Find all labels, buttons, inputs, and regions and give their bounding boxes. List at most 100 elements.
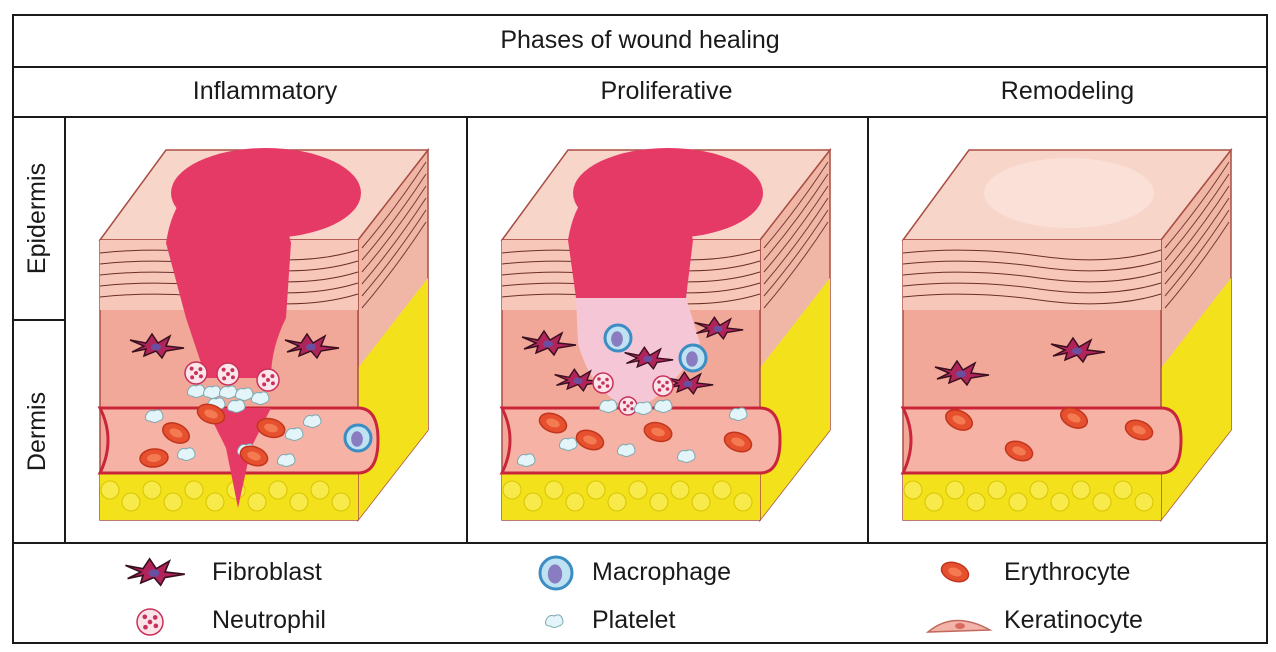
wound-cavity: [568, 178, 693, 298]
fat-cell: [966, 492, 986, 512]
divider: [12, 319, 64, 321]
platelet-cell: [235, 387, 254, 401]
erythrocyte-icon: [940, 561, 970, 583]
divider: [867, 118, 869, 542]
platelet-cell: [654, 399, 673, 413]
blood-vessel: [499, 406, 782, 475]
fat-cell: [945, 480, 965, 500]
fat-cell: [1029, 480, 1049, 500]
panel-remodeling: [900, 147, 1233, 523]
fat-cell: [502, 480, 522, 500]
fat-cell: [163, 492, 183, 512]
fat-cell: [184, 480, 204, 500]
fat-cell: [586, 480, 606, 500]
fat-cell: [1071, 480, 1091, 500]
panel-proliferative: [499, 147, 832, 523]
platelet-cell: [303, 414, 322, 428]
figure-title: Phases of wound healing: [500, 25, 780, 54]
epidermis-layer: [903, 240, 1161, 310]
legend-label-neutrophil: Neutrophil: [212, 606, 326, 634]
legend-label-macrophage: Macrophage: [592, 558, 731, 586]
legend-label-fibroblast: Fibroblast: [212, 558, 322, 586]
platelet-cell: [545, 614, 564, 628]
wound-cavity: [166, 178, 291, 378]
fat-cell: [1113, 480, 1133, 500]
fibroblast-cell: [284, 332, 340, 360]
neutrophil-icon: [136, 608, 164, 636]
divider: [466, 118, 468, 542]
fibroblast-cell: [521, 329, 577, 357]
fat-cell: [1092, 492, 1112, 512]
layer-label-dermis: Dermis: [23, 391, 52, 472]
platelet-cell: [599, 399, 618, 413]
fat-cell: [544, 480, 564, 500]
divider: [12, 66, 1268, 68]
fat-cell: [121, 492, 141, 512]
fat-cell: [607, 492, 627, 512]
fibroblast-cell: [624, 345, 674, 370]
platelet-cell: [634, 401, 653, 415]
platelet-cell: [559, 437, 578, 451]
platelet-cell: [277, 453, 296, 467]
fat-cell: [565, 492, 585, 512]
fat-cell: [142, 480, 162, 500]
divider: [12, 542, 1268, 544]
platelet-cell: [517, 453, 536, 467]
fibroblast-cell: [554, 367, 604, 392]
platelet-icon: [545, 614, 564, 628]
fat-cell: [247, 492, 267, 512]
fat-cell: [712, 480, 732, 500]
phase-label-proliferative: Proliferative: [600, 76, 733, 105]
fibroblast-cell: [1050, 336, 1106, 364]
fat-cell: [987, 480, 1007, 500]
platelet-cell: [177, 447, 196, 461]
legend-label-platelet: Platelet: [592, 606, 676, 634]
fat-cell: [628, 480, 648, 500]
platelet-cell: [203, 385, 222, 399]
fat-cell: [1050, 492, 1070, 512]
fat-cell: [1134, 492, 1154, 512]
skin-block-remodeling: [900, 147, 1233, 523]
legend-label-keratinocyte: Keratinocyte: [1004, 606, 1143, 634]
platelet-cell: [729, 407, 748, 421]
healed-surface: [984, 158, 1154, 228]
fibroblast-cell: [129, 332, 185, 360]
phase-label-remodeling: Remodeling: [1000, 76, 1135, 105]
fat-cell: [924, 492, 944, 512]
panel-inflammatory: [97, 147, 430, 523]
fat-cell: [733, 492, 753, 512]
platelet-cell: [187, 384, 206, 398]
fibroblast-cell: [125, 557, 185, 587]
skin-block-proliferative: [499, 147, 832, 523]
fat-cell: [903, 480, 923, 500]
fat-cell: [670, 480, 690, 500]
platelet-cell: [251, 391, 270, 405]
figure-frame: [12, 14, 1268, 644]
platelet-cell: [227, 399, 246, 413]
layer-label-epidermis: Epidermis: [23, 162, 52, 275]
epidermis-line: [902, 260, 1162, 272]
fibroblast-cell: [934, 359, 990, 387]
blood-clot: [206, 408, 271, 508]
fat-cell: [523, 492, 543, 512]
platelet-cell: [617, 443, 636, 457]
fibroblast-icon: [125, 557, 185, 587]
fat-cell: [331, 492, 351, 512]
macrophage-icon: [538, 555, 574, 591]
fat-cell: [691, 492, 711, 512]
platelet-cell: [219, 385, 238, 399]
fat-cell: [649, 492, 669, 512]
blood-vessel: [900, 406, 1183, 475]
platelet-cell: [285, 427, 304, 441]
phase-label-inflammatory: Inflammatory: [192, 76, 338, 105]
fat-cell: [205, 492, 225, 512]
platelet-cell: [677, 449, 696, 463]
epidermis-line: [902, 282, 1162, 294]
fat-cell: [1008, 492, 1028, 512]
keratinocyte-icon: [925, 619, 993, 633]
skin-block-inflammatory: [97, 147, 430, 523]
legend-label-erythrocyte: Erythrocyte: [1004, 558, 1131, 586]
platelet-cell: [145, 409, 164, 423]
epidermis-line: [902, 271, 1162, 283]
